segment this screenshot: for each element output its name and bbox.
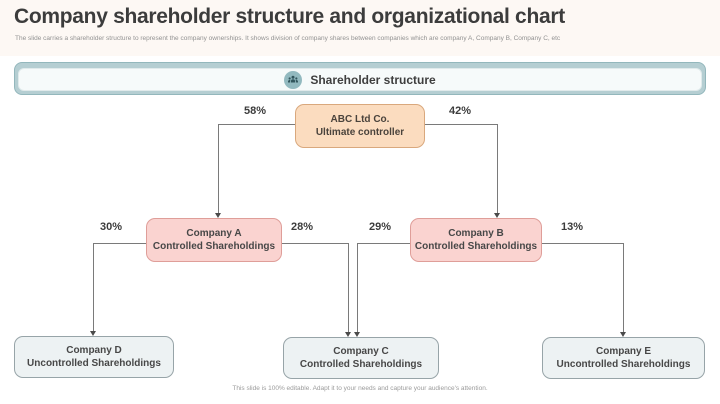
- node-company-e: Company E Uncontrolled Shareholdings: [542, 337, 705, 379]
- connector-line: [93, 243, 146, 244]
- page-title: Company shareholder structure and organi…: [14, 5, 565, 28]
- node-subtitle: Ultimate controller: [315, 127, 405, 138]
- connector-line: [218, 124, 219, 213]
- header-background: [0, 0, 720, 56]
- node-title: Company E: [595, 346, 651, 357]
- arrowhead-icon: [90, 331, 96, 336]
- connector-line: [497, 124, 498, 213]
- connector-line: [357, 243, 410, 244]
- arrowhead-icon: [620, 332, 626, 337]
- page-subtitle: The slide carries a shareholder structur…: [15, 35, 561, 42]
- node-abc-ltd-ultimate-controller: ABC Ltd Co. Ultimate controller: [295, 104, 425, 148]
- section-banner-inner: Shareholder structure: [18, 68, 702, 91]
- connector-line: [540, 243, 623, 244]
- edge-label-companyA-companyC: 28%: [290, 221, 314, 233]
- edge-label-companyA-companyD: 30%: [99, 221, 123, 233]
- node-subtitle: Controlled Shareholdings: [299, 359, 423, 370]
- node-title: Company B: [448, 228, 504, 239]
- node-company-a: Company A Controlled Shareholdings: [146, 218, 282, 262]
- node-subtitle: Controlled Shareholdings: [152, 241, 276, 252]
- connector-line: [423, 124, 497, 125]
- node-title: Company C: [333, 346, 389, 357]
- banner-label: Shareholder structure: [310, 72, 436, 87]
- node-subtitle: Uncontrolled Shareholdings: [27, 358, 161, 369]
- connector-line: [93, 243, 94, 331]
- node-company-c: Company C Controlled Shareholdings: [283, 337, 439, 379]
- footer-note: This slide is 100% editable. Adapt it to…: [232, 385, 488, 392]
- edge-label-abc-companyB: 42%: [448, 105, 472, 117]
- connector-line: [357, 243, 358, 332]
- arrowhead-icon: [354, 332, 360, 337]
- connector-line: [280, 243, 348, 244]
- edge-label-companyB-companyE: 13%: [560, 221, 584, 233]
- people-group-icon: [284, 70, 303, 89]
- node-subtitle: Uncontrolled Shareholdings: [556, 359, 691, 370]
- arrowhead-icon: [494, 213, 500, 218]
- node-title: Company A: [186, 228, 242, 239]
- arrowhead-icon: [215, 213, 221, 218]
- connector-line: [623, 243, 624, 332]
- arrowhead-icon: [345, 332, 351, 337]
- node-company-b: Company B Controlled Shareholdings: [410, 218, 542, 262]
- section-banner: Shareholder structure: [14, 62, 706, 95]
- connector-line: [348, 243, 349, 332]
- node-title: ABC Ltd Co.: [330, 114, 390, 125]
- connector-line: [218, 124, 295, 125]
- edge-label-companyB-companyC: 29%: [368, 221, 392, 233]
- node-company-d: Company D Uncontrolled Shareholdings: [14, 336, 174, 378]
- node-title: Company D: [66, 345, 122, 356]
- node-subtitle: Controlled Shareholdings: [414, 241, 538, 252]
- edge-label-abc-companyA: 58%: [243, 105, 267, 117]
